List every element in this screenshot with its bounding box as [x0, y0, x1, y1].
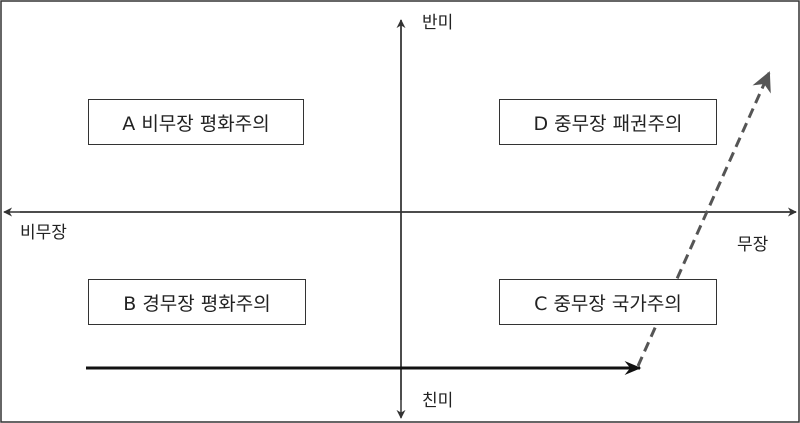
axis-label-bottom: 친미 — [422, 391, 454, 411]
axis-label-right: 무장 — [737, 235, 769, 255]
quadrant-box-a: A 비무장 평화주의 — [88, 99, 304, 145]
axis-label-left: 비무장 — [20, 223, 67, 243]
quadrant-box-c: C 중무장 국가주의 — [499, 279, 717, 325]
axis-label-top: 반미 — [422, 13, 454, 33]
quadrant-box-b: B 경무장 평화주의 — [88, 279, 306, 325]
quadrant-box-d: D 중무장 패권주의 — [499, 99, 717, 145]
